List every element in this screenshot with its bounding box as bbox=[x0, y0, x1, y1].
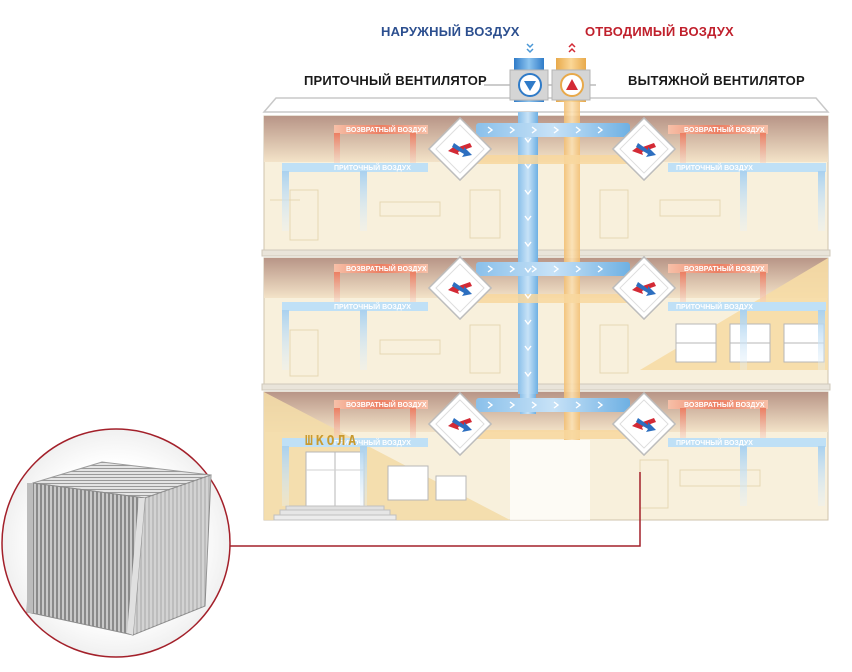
heat-exchanger-cube bbox=[26, 461, 212, 636]
return-riser bbox=[334, 133, 340, 169]
exhaust-fan-label: ВЫТЯЖНОЙ ВЕНТИЛЯТОР bbox=[628, 73, 805, 88]
supply-air-label: ПРИТОЧНЫЙ ВОЗДУХ bbox=[676, 302, 753, 311]
return-riser bbox=[334, 408, 340, 444]
exhaust-branch bbox=[470, 294, 640, 303]
supply-duct-left bbox=[282, 302, 428, 311]
windows-bottom bbox=[387, 465, 467, 501]
return-riser bbox=[760, 272, 766, 308]
roof bbox=[262, 97, 830, 113]
return-air-label: ВОЗВРАТНЫЙ ВОЗДУХ bbox=[684, 400, 765, 409]
supply-air-label: ПРИТОЧНЫЙ ВОЗДУХ bbox=[676, 163, 753, 172]
down-arrow-fan-icon bbox=[524, 81, 536, 91]
supply-drop bbox=[818, 310, 825, 370]
return-riser bbox=[680, 133, 686, 169]
supply-air-label: ПРИТОЧНЫЙ ВОЗДУХ bbox=[334, 163, 411, 172]
supply-duct-right bbox=[668, 163, 826, 172]
supply-drop bbox=[360, 310, 367, 370]
supply-drop bbox=[282, 310, 289, 370]
supply-air-label: ПРИТОЧНЫЙ ВОЗДУХ bbox=[334, 302, 411, 311]
windows-middle bbox=[675, 323, 825, 363]
return-air-label: ВОЗВРАТНЫЙ ВОЗДУХ bbox=[684, 264, 765, 273]
up-arrow-fan-icon bbox=[566, 79, 578, 90]
main-supply-branch bbox=[476, 398, 630, 412]
return-riser bbox=[680, 272, 686, 308]
supply-air-label: ПРИТОЧНЫЙ ВОЗДУХ bbox=[676, 438, 753, 447]
return-duct-left bbox=[334, 400, 428, 409]
exhaust-air-label: ОТВОДИМЫЙ ВОЗДУХ bbox=[585, 24, 734, 39]
supply-drop bbox=[818, 446, 825, 506]
floor-top bbox=[261, 115, 831, 257]
exhaust-branch bbox=[470, 155, 640, 164]
school-entrance bbox=[273, 451, 397, 521]
return-riser bbox=[680, 408, 686, 444]
return-duct-right bbox=[668, 125, 768, 134]
outdoor-air-arrows bbox=[526, 43, 534, 54]
outdoor-air-label: НАРУЖНЫЙ ВОЗДУХ bbox=[381, 24, 520, 39]
supply-fan-label: ПРИТОЧНЫЙ ВЕНТИЛЯТОР bbox=[304, 73, 487, 88]
supply-riser bbox=[518, 112, 538, 394]
return-air-label: ВОЗВРАТНЫЙ ВОЗДУХ bbox=[684, 125, 765, 134]
school-sign: ШКОЛА bbox=[305, 434, 360, 449]
supply-drop bbox=[360, 446, 367, 506]
heat-exchanger-callout bbox=[1, 428, 641, 658]
supply-drop bbox=[282, 446, 289, 506]
return-duct-left bbox=[334, 264, 428, 273]
supply-air-label: ПРИТОЧНЫЙ ВОЗДУХ bbox=[334, 438, 411, 447]
supply-duct-right bbox=[668, 438, 826, 447]
return-riser bbox=[410, 408, 416, 444]
supply-drop bbox=[740, 446, 747, 506]
exhaust-fan bbox=[551, 58, 591, 102]
return-duct-right bbox=[668, 264, 768, 273]
supply-drop bbox=[282, 171, 289, 231]
supply-duct-left bbox=[282, 438, 428, 447]
return-riser bbox=[410, 272, 416, 308]
floor-middle bbox=[261, 257, 831, 391]
return-riser bbox=[334, 272, 340, 308]
exhaust-air-arrows bbox=[568, 42, 576, 53]
supply-drop bbox=[360, 171, 367, 231]
supply-fan bbox=[509, 58, 549, 102]
supply-drop bbox=[818, 171, 825, 231]
return-duct-left bbox=[334, 125, 428, 134]
return-riser bbox=[760, 133, 766, 169]
return-riser bbox=[760, 408, 766, 444]
main-supply-branch bbox=[476, 262, 630, 276]
return-riser bbox=[410, 133, 416, 169]
supply-duct-left bbox=[282, 163, 428, 172]
return-duct-right bbox=[668, 400, 768, 409]
exhaust-branch bbox=[470, 430, 640, 439]
return-air-label: ВОЗВРАТНЫЙ ВОЗДУХ bbox=[346, 125, 427, 134]
supply-duct-right bbox=[668, 302, 826, 311]
return-air-label: ВОЗВРАТНЫЙ ВОЗДУХ bbox=[346, 400, 427, 409]
return-air-label: ВОЗВРАТНЫЙ ВОЗДУХ bbox=[346, 264, 427, 273]
supply-drop bbox=[740, 310, 747, 370]
main-supply-branch bbox=[476, 123, 630, 137]
supply-drop bbox=[740, 171, 747, 231]
